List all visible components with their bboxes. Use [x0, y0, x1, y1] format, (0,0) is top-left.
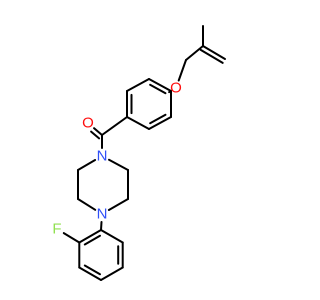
bond-c_pip_2-n_aryl: [107, 198, 129, 211]
bond-c_carbonyl-o_carbonyl-second-line: [90, 130, 101, 140]
bond-c_ar2_1-c_ar2_2: [78, 229, 102, 244]
atom-label-o_ether: O: [170, 80, 182, 97]
bond-c_ar2_6-c_ar2_1: [100, 229, 124, 244]
atom-label-n_aryl: N: [97, 206, 108, 223]
bond-c_ar1_1-c_ar1_2-second-line: [149, 83, 167, 95]
atom-label-n_amide: N: [97, 148, 108, 165]
bond-c_ar2_3-c_ar2_4: [78, 266, 102, 281]
bond-c_ar1_4-c_ar1_5: [126, 116, 150, 130]
bond-c_ar1_5-c_ar1_6-second-line: [149, 113, 167, 125]
bond-c_ar1_1-c_ar1_2: [148, 78, 172, 92]
bond-c_allyl_center-c_allyl_ch2: [185, 45, 204, 61]
bond-c_ar2_1-c_ar2_2-second-line: [83, 234, 101, 246]
bond-n_amide-c_pip_1: [108, 158, 129, 171]
bond-c_ar1_4-c_carbonyl: [101, 116, 128, 136]
bond-c_allyl_ch2-o_ether: [177, 59, 187, 82]
bond-c_ar2_4-c_ar2_5: [100, 266, 124, 281]
bond-c_ar1_5-c_ar1_6: [148, 116, 172, 130]
bond-c_ar2_3-c_ar2_4-second-line: [83, 264, 101, 276]
bond-n_aryl-c_pip_3: [77, 198, 97, 211]
bond-c_pip_4-n_amide: [77, 159, 97, 171]
bond-c_ar1_2-c_ar1_3: [126, 78, 150, 92]
bond-c_allyl_center-c_allyl_terminal-second-line: [199, 48, 224, 64]
bond-layer: [62, 25, 226, 281]
bond-n_aryl-c_ar2_1: [100, 221, 103, 231]
atom-label-o_carbonyl: O: [82, 115, 94, 132]
atom-label-f_fluoro: F: [52, 221, 61, 238]
bond-c_allyl_center-c_allyl_terminal: [202, 45, 226, 60]
bond-c_ar2_2-f_fluoro: [62, 232, 81, 244]
bond-c_carbonyl-o_carbonyl: [93, 127, 103, 136]
